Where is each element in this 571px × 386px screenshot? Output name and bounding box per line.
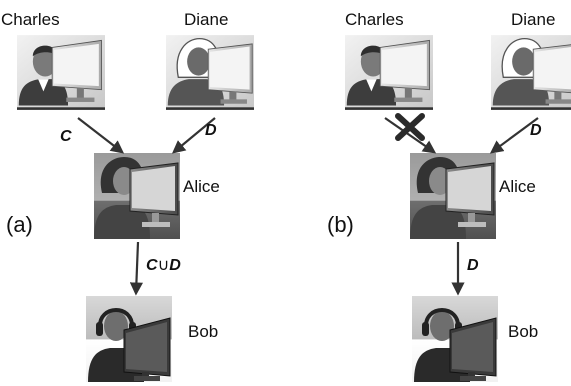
charles-male-user-icon <box>345 34 433 111</box>
arrow-charles-to-alice-blocked <box>384 117 437 154</box>
arrow-charles-to-alice <box>77 117 125 154</box>
alice-name: Alice <box>183 177 220 196</box>
edge-label-union-symbol: ∪ <box>158 257 170 274</box>
charles-name: Charles <box>345 10 404 29</box>
panel-b-label: (b) <box>327 212 354 237</box>
edge-label-c: C <box>60 128 72 145</box>
diane-name: Diane <box>511 10 555 29</box>
panel-b: (b) Charles Diane Alice Bob D D <box>327 10 571 382</box>
edge-label-d: D <box>530 122 542 139</box>
arrow-diane-to-alice <box>171 117 216 154</box>
edge-label-d-bob: D <box>467 257 479 274</box>
charles-name: Charles <box>1 10 60 29</box>
alice-female-user-icon <box>410 153 496 239</box>
edge-label-d-part: D <box>169 257 181 274</box>
panel-a-label: (a) <box>6 212 33 237</box>
bob-name: Bob <box>508 322 538 341</box>
diane-female-user-icon <box>166 34 254 111</box>
alice-name: Alice <box>499 177 536 196</box>
edge-label-c-part: C <box>146 257 158 274</box>
bob-headset-user-icon <box>86 296 172 382</box>
bob-headset-user-icon <box>412 296 498 382</box>
arrow-alice-to-bob <box>129 241 144 296</box>
alice-female-user-icon <box>94 153 180 239</box>
edge-label-d: D <box>205 122 217 139</box>
diane-name: Diane <box>184 10 228 29</box>
panel-a: (a) Charles Diane Alice Bob C D C∪D <box>1 10 254 382</box>
diane-female-user-icon <box>491 34 571 111</box>
bob-name: Bob <box>188 322 218 341</box>
edge-label-c-union-d: C∪D <box>146 257 181 274</box>
arrow-diane-to-alice <box>489 117 539 154</box>
charles-male-user-icon <box>17 34 105 111</box>
x-cross-icon <box>395 113 425 141</box>
